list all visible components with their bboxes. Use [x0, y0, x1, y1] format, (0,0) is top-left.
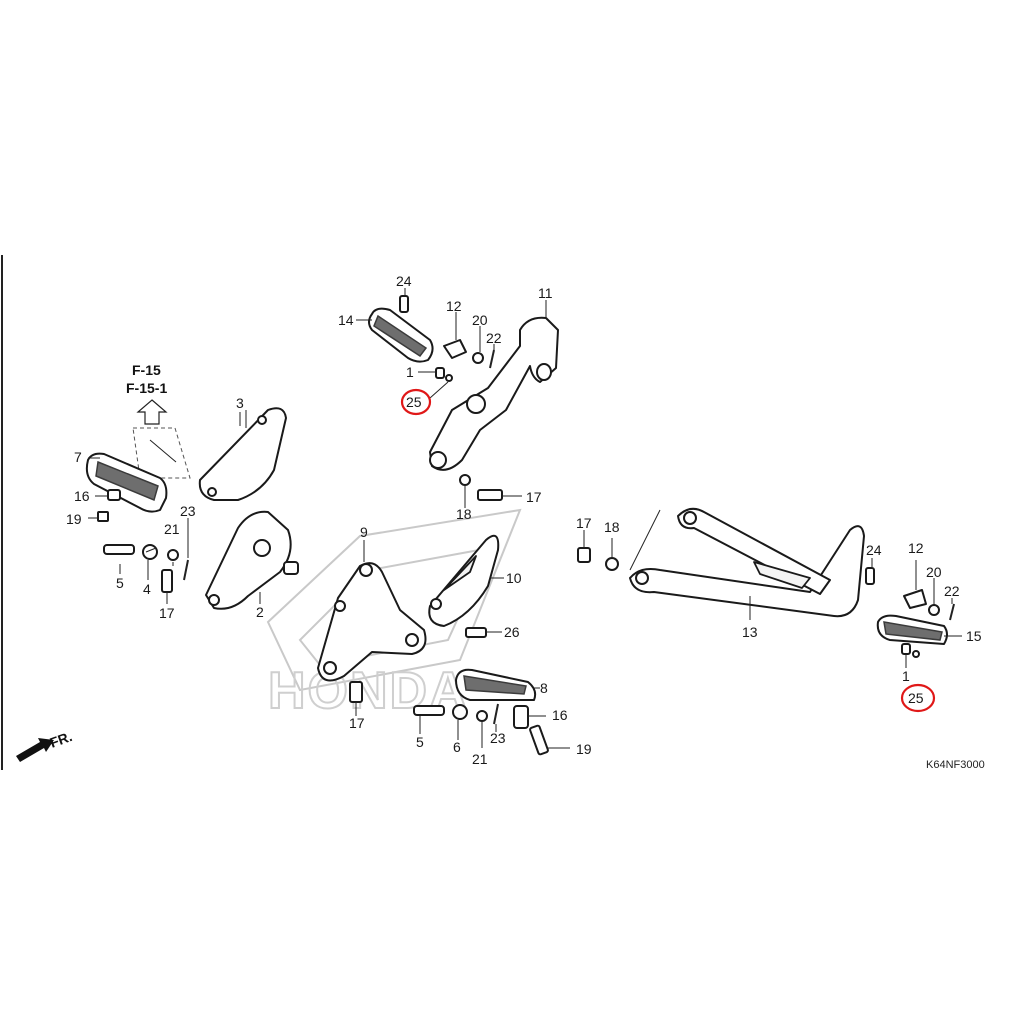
label-part-5[interactable]: 5: [416, 734, 424, 750]
label-part-23[interactable]: 23: [180, 503, 196, 519]
part-25-ball: [429, 374, 453, 399]
part-16-sleeve: [513, 705, 529, 729]
part-23-cotter: [493, 703, 499, 725]
part-15-footpeg: [876, 614, 948, 645]
label-part-25[interactable]: 25: [406, 394, 422, 410]
label-part-12[interactable]: 12: [908, 540, 924, 556]
part-19-bolt: [529, 724, 549, 756]
part-14-footpeg: [368, 307, 434, 363]
part-22-cotter: [489, 349, 495, 369]
label-part-17[interactable]: 17: [349, 715, 365, 731]
label-part-8[interactable]: 8: [540, 680, 548, 696]
label-part-19[interactable]: 19: [66, 511, 82, 527]
label-part-10[interactable]: 10: [506, 570, 522, 586]
part-21-washer: [476, 710, 488, 722]
label-part-22[interactable]: 22: [486, 330, 502, 346]
label-part-20[interactable]: 20: [926, 564, 942, 580]
label-part-17[interactable]: 17: [576, 515, 592, 531]
label-part-16[interactable]: 16: [552, 707, 568, 723]
part-4-spring: [142, 544, 158, 560]
label-part-16[interactable]: 16: [74, 488, 90, 504]
leader-lines: [119, 288, 962, 749]
part-17-bolt: [161, 569, 173, 593]
part-21-washer: [167, 549, 179, 561]
label-part-22[interactable]: 22: [944, 583, 960, 599]
label-part-20[interactable]: 20: [472, 312, 488, 328]
part-7-footpeg: [85, 452, 168, 513]
label-part-6[interactable]: 6: [453, 739, 461, 755]
part-17-bolt: [477, 489, 503, 501]
highlight-circle-25-right: [900, 683, 936, 713]
part-1-spring: [435, 367, 445, 379]
part-5-pin: [413, 705, 445, 716]
part-18-washer: [605, 557, 619, 571]
diagram-code: K64NF3000: [926, 759, 985, 771]
label-part-18[interactable]: 18: [604, 519, 620, 535]
label-part-21[interactable]: 21: [164, 521, 180, 537]
label-part-12[interactable]: 12: [446, 298, 462, 314]
part-1-spring: [901, 643, 911, 655]
part-13-bracket: [629, 507, 865, 618]
part-24-pin: [865, 567, 875, 585]
label-part-1[interactable]: 1: [406, 364, 414, 380]
label-part-23[interactable]: 23: [490, 730, 506, 746]
part-16-washer: [95, 489, 121, 501]
up-arrow-icon: [136, 399, 168, 425]
front-label: FR.: [48, 728, 75, 751]
part-10-heel-guard: [428, 534, 500, 627]
reference-f15-1[interactable]: F-15-1: [126, 380, 167, 396]
part-22-cotter: [949, 603, 955, 621]
label-part-5[interactable]: 5: [116, 575, 124, 591]
part-23-cotter: [183, 559, 189, 581]
label-part-18[interactable]: 18: [456, 506, 472, 522]
part-17-bolt: [349, 681, 363, 703]
label-part-17[interactable]: 17: [526, 489, 542, 505]
part-20-washer: [472, 352, 484, 364]
label-part-13[interactable]: 13: [742, 624, 758, 640]
part-17-bolt: [577, 547, 591, 563]
part-24-pin: [399, 295, 409, 313]
reference-dashed-box: [132, 427, 191, 479]
part-12-plate: [443, 339, 467, 359]
label-part-9[interactable]: 9: [360, 524, 368, 540]
part-19-bolt: [88, 511, 109, 522]
part-18-washer: [459, 474, 471, 486]
part-6-spring: [452, 704, 468, 720]
label-part-24[interactable]: 24: [396, 273, 412, 289]
label-part-15[interactable]: 15: [966, 628, 982, 644]
part-number-labels: 3 7 16 19 21 23 5 4 17 2 24 14 12 20 22 …: [66, 273, 982, 767]
part-26-bolt: [465, 627, 487, 638]
part-5-pin: [103, 544, 135, 555]
label-part-4[interactable]: 4: [143, 581, 151, 597]
label-part-25[interactable]: 25: [908, 690, 924, 706]
label-part-26[interactable]: 26: [504, 624, 520, 640]
front-direction-arrow: FR.: [16, 728, 74, 762]
part-3-heel-guard: [198, 407, 287, 501]
highlight-circle-25-top: [400, 388, 432, 416]
label-part-17[interactable]: 17: [159, 605, 175, 621]
part-11-footrest-arm: [429, 316, 559, 471]
label-part-14[interactable]: 14: [338, 312, 354, 328]
label-part-1[interactable]: 1: [902, 668, 910, 684]
label-part-7[interactable]: 7: [74, 449, 82, 465]
label-part-19[interactable]: 19: [576, 741, 592, 757]
label-part-3[interactable]: 3: [236, 395, 244, 411]
part-9-bracket: [317, 562, 427, 682]
part-2-bracket: [205, 510, 299, 610]
part-8-footpeg: [455, 668, 537, 701]
part-25-ball: [912, 650, 920, 658]
arrow-icon: [16, 738, 54, 762]
part-20-washer: [928, 604, 940, 616]
reference-f15[interactable]: F-15: [132, 362, 161, 378]
label-part-24[interactable]: 24: [866, 542, 882, 558]
part-12-plate: [903, 589, 927, 609]
label-part-2[interactable]: 2: [256, 604, 264, 620]
label-part-11[interactable]: 11: [538, 285, 553, 301]
label-part-21[interactable]: 21: [472, 751, 488, 767]
